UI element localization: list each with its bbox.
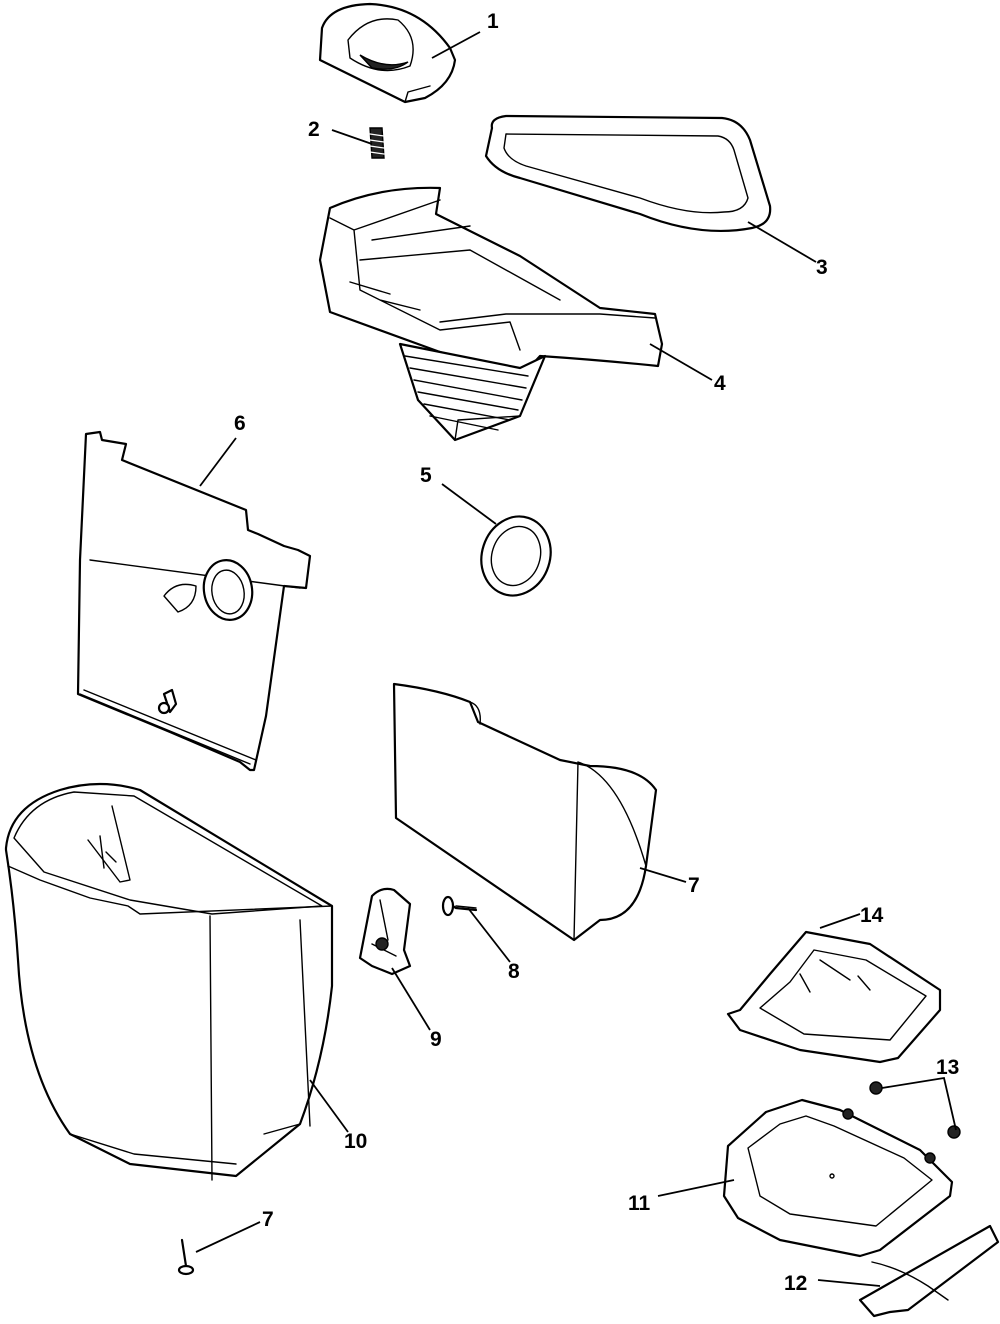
part-12-handle-strap	[858, 1224, 1000, 1318]
callout-8: 8	[508, 960, 520, 983]
callout-5: 5	[420, 464, 432, 487]
callout-labels: 1 2 3 4 5 6 7 7 8 9 10 11 12 13 14	[234, 10, 959, 1295]
callout-10: 10	[344, 1130, 367, 1153]
part-7-bag-liner	[392, 682, 658, 942]
part-2-spring	[369, 127, 385, 159]
callout-4: 4	[714, 372, 726, 395]
callout-3: 3	[816, 256, 828, 279]
callout-6: 6	[234, 412, 246, 435]
callout-7-upper: 7	[688, 874, 700, 897]
callout-12: 12	[784, 1272, 807, 1295]
part-9-latch-clip	[358, 887, 412, 976]
part-10-dust-bin	[4, 782, 334, 1181]
callout-13: 13	[936, 1056, 959, 1079]
callout-1: 1	[487, 10, 499, 33]
part-3-gasket	[484, 114, 772, 233]
part-11-base-tray	[722, 1098, 954, 1258]
callout-7-lower: 7	[262, 1208, 274, 1231]
part-4-filter-basket	[318, 186, 664, 442]
part-7-screw-lower	[177, 1238, 195, 1276]
callout-9: 9	[430, 1028, 442, 1051]
callout-2: 2	[308, 118, 320, 141]
callout-11: 11	[628, 1192, 651, 1215]
leader-lines	[195, 31, 957, 1287]
part-1-latch-cap	[318, 2, 457, 104]
part-14-seal-tray	[726, 930, 942, 1064]
part-5-ring-seal	[480, 515, 552, 597]
callout-14: 14	[860, 904, 884, 927]
part-6-filter-panel	[76, 430, 312, 772]
